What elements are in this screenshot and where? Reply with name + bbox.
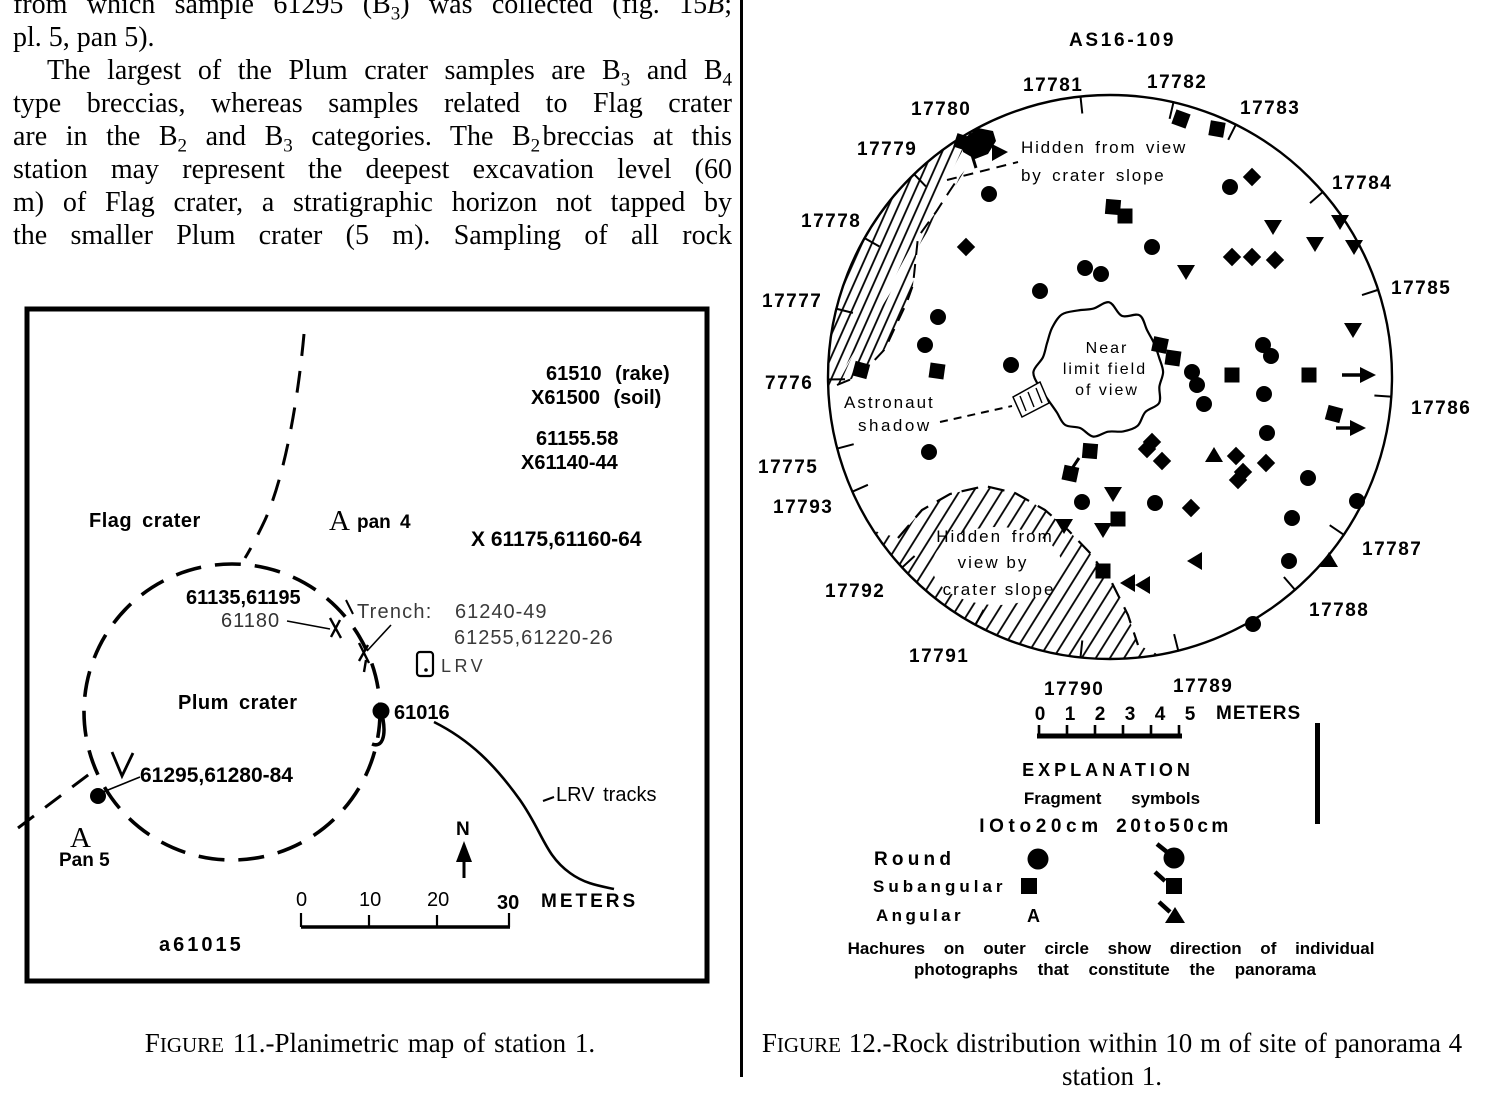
svg-text:17782: 17782: [1147, 72, 1207, 93]
svg-text:EXPLANATION: EXPLANATION: [1022, 760, 1194, 780]
svg-text:17778: 17778: [801, 211, 861, 232]
svg-text:Round: Round: [874, 849, 955, 870]
svg-text:61240-49: 61240-49: [455, 601, 548, 623]
svg-text:photographs that constitute: photographs that constitute the panorama: [914, 960, 1316, 979]
svg-text:10: 10: [359, 889, 381, 911]
svg-text:Trench:: Trench:: [357, 601, 432, 623]
svg-text:Pan 5: Pan 5: [59, 850, 110, 871]
svg-text:17775: 17775: [758, 457, 818, 478]
svg-text:61180: 61180: [221, 610, 280, 632]
svg-text:0: 0: [1035, 704, 1046, 725]
svg-text:Hidden from: Hidden from: [936, 527, 1054, 546]
svg-text:3: 3: [1125, 704, 1136, 725]
svg-text:Angular: Angular: [876, 906, 964, 925]
svg-text:7776: 7776: [765, 373, 813, 394]
svg-text:Astronaut: Astronaut: [844, 393, 935, 412]
svg-text:17780: 17780: [911, 99, 971, 120]
svg-text:a61015: a61015: [159, 934, 244, 956]
svg-text:17784: 17784: [1332, 173, 1392, 194]
svg-text:A: A: [1027, 906, 1040, 926]
svg-text:LRV: LRV: [441, 656, 486, 676]
svg-text:of view: of view: [1075, 382, 1139, 399]
svg-text:crater slope: crater slope: [943, 580, 1056, 599]
svg-text:61255,61220-26: 61255,61220-26: [454, 627, 614, 649]
svg-text:0: 0: [296, 889, 307, 911]
svg-text:X61500 (soil): X61500 (soil): [531, 387, 661, 409]
svg-text:shadow: shadow: [858, 416, 932, 435]
svg-text:METERS: METERS: [541, 891, 638, 912]
svg-text:17786: 17786: [1411, 398, 1471, 419]
svg-text:IOto20cm: IOto20cm: [979, 816, 1102, 837]
svg-text:61135,61195: 61135,61195: [186, 587, 301, 609]
svg-text:61016: 61016: [394, 702, 450, 724]
svg-text:61155.58: 61155.58: [536, 428, 618, 450]
svg-text:20to50cm: 20to50cm: [1116, 816, 1232, 837]
svg-text:pan 4: pan 4: [357, 512, 411, 533]
svg-text:20: 20: [427, 889, 449, 911]
svg-text:17790: 17790: [1044, 679, 1104, 700]
svg-text:X 61175,61160-64: X 61175,61160-64: [471, 528, 642, 551]
svg-text:by crater slope: by crater slope: [1021, 166, 1166, 185]
svg-text:61295,61280-84: 61295,61280-84: [140, 764, 293, 787]
svg-text:Subangular: Subangular: [873, 877, 1007, 896]
svg-text:Hidden from view: Hidden from view: [1021, 138, 1187, 157]
svg-text:METERS: METERS: [1216, 703, 1301, 724]
svg-text:N: N: [456, 819, 470, 840]
svg-text:Hachures on outer circle s: Hachures on outer circle show direction …: [848, 939, 1375, 958]
svg-text:A: A: [70, 822, 91, 854]
svg-text:limit field: limit field: [1063, 361, 1147, 378]
svg-text:17787: 17787: [1362, 539, 1422, 560]
svg-text:17793: 17793: [773, 497, 833, 518]
svg-text:17791: 17791: [909, 646, 969, 667]
svg-text:5: 5: [1185, 704, 1196, 725]
svg-text:A: A: [329, 505, 350, 537]
svg-text:17781: 17781: [1023, 75, 1083, 96]
svg-text:LRV tracks: LRV tracks: [556, 784, 656, 806]
svg-text:Plum crater: Plum crater: [178, 692, 298, 714]
svg-text:Fragment symbols: Fragment symbols: [1024, 789, 1200, 808]
svg-text:AS16-109: AS16-109: [1069, 30, 1176, 51]
svg-text:17777: 17777: [762, 291, 822, 312]
svg-text:61510 (rake): 61510 (rake): [546, 363, 670, 385]
svg-text:17792: 17792: [825, 581, 885, 602]
svg-text:30: 30: [497, 892, 519, 914]
svg-text:X61140-44: X61140-44: [521, 452, 619, 474]
svg-text:17788: 17788: [1309, 600, 1369, 621]
svg-text:17779: 17779: [857, 139, 917, 160]
svg-text:2: 2: [1095, 704, 1106, 725]
svg-text:Flag crater: Flag crater: [89, 510, 201, 532]
svg-text:1: 1: [1065, 704, 1076, 725]
svg-text:17785: 17785: [1391, 278, 1451, 299]
svg-text:4: 4: [1155, 704, 1166, 725]
svg-text:view by: view by: [958, 553, 1029, 572]
svg-text:17789: 17789: [1173, 676, 1233, 697]
svg-text:17783: 17783: [1240, 98, 1300, 119]
svg-text:Near: Near: [1086, 340, 1129, 357]
